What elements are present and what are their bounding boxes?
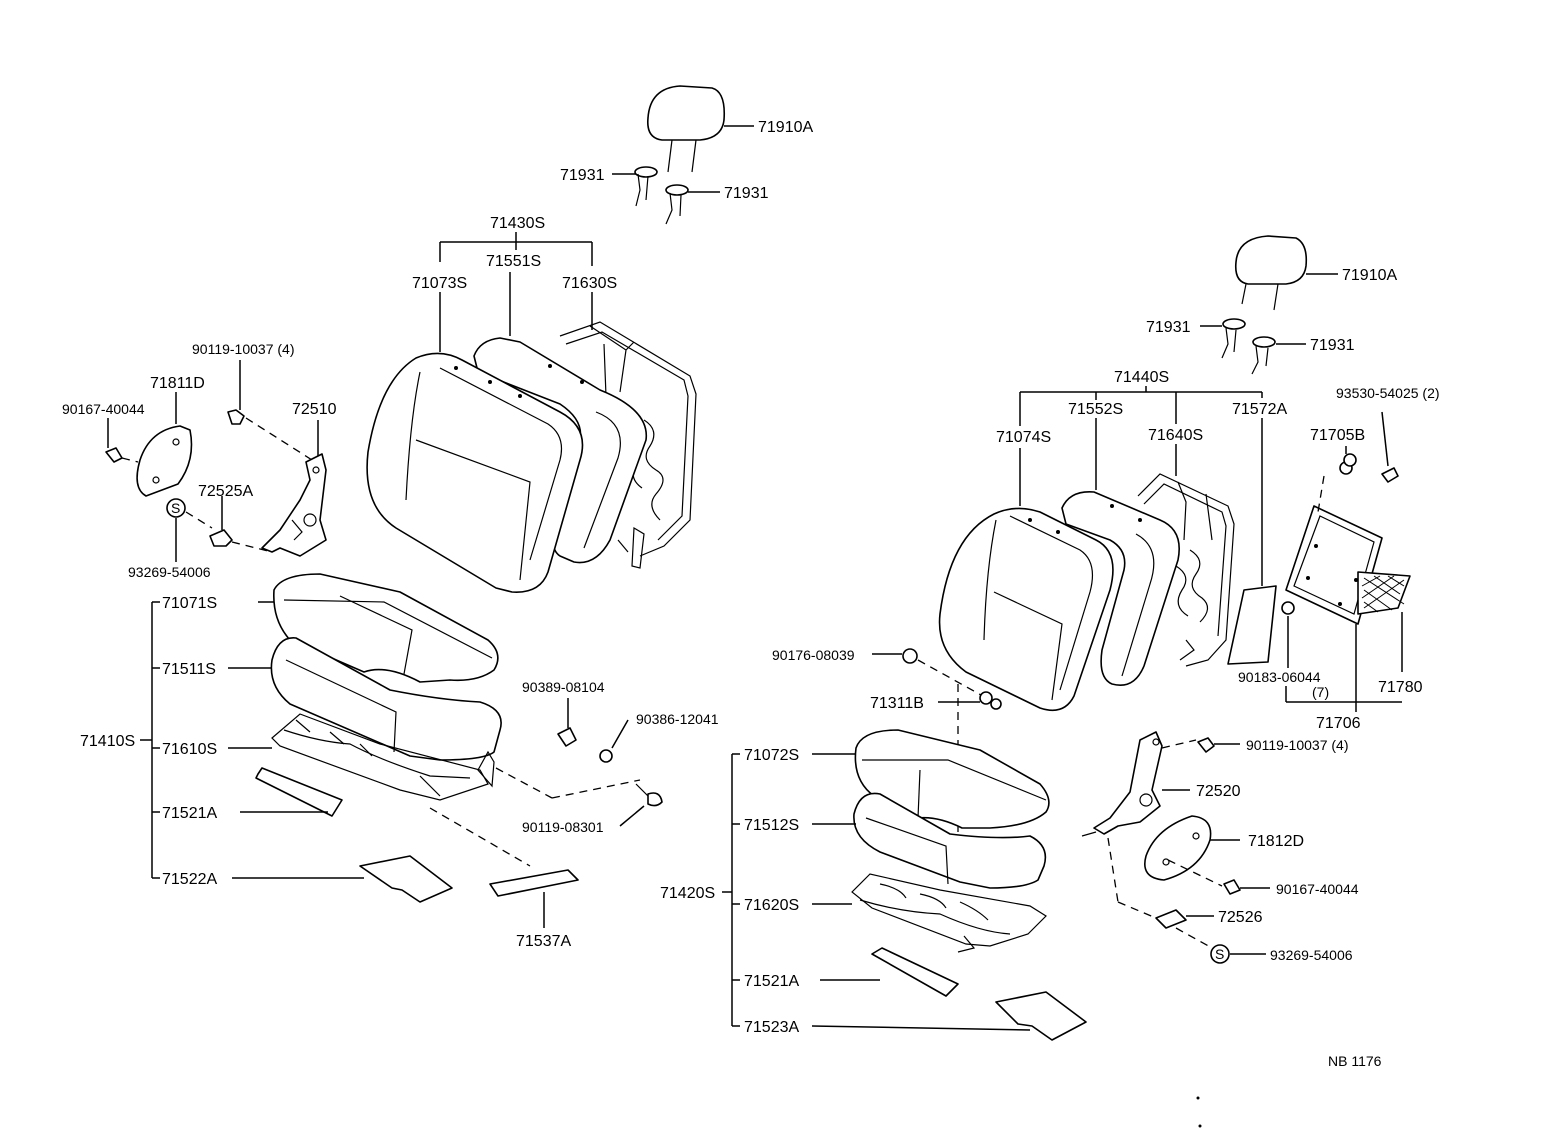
seatback-cover-left <box>366 352 584 593</box>
label-71706: 71706 <box>1316 715 1361 732</box>
label-72510: 72510 <box>292 401 337 418</box>
label-71572a: 71572A <box>1232 401 1287 418</box>
label-90389-08104: 90389-08104 <box>522 679 605 695</box>
label-71552s: 71552S <box>1068 401 1123 418</box>
label-90386-12041: 90386-12041 <box>636 711 719 727</box>
panel-71521a-left <box>255 767 343 817</box>
label-72525a: 72525A <box>198 483 253 500</box>
label-72526: 72526 <box>1218 909 1263 926</box>
seatback-cover-right <box>938 504 1142 712</box>
label-71705b: 71705B <box>1310 427 1365 444</box>
label-s-right: S <box>1215 946 1224 962</box>
label-71521a-right: 71521A <box>744 973 799 990</box>
label-s-left: S <box>171 500 180 516</box>
label-90176-08039: 90176-08039 <box>772 647 855 663</box>
panel-71572a <box>1227 585 1277 665</box>
label-71931-c: 71931 <box>1146 319 1191 336</box>
panel-71522a <box>359 855 453 903</box>
label-90183-qty: (7) <box>1312 684 1329 700</box>
bracket-71410s <box>140 601 545 928</box>
fasteners-center <box>872 648 1002 858</box>
cushion-pad-left <box>270 637 502 761</box>
label-71551s: 71551S <box>486 253 541 270</box>
label-90119-08301: 90119-08301 <box>522 819 604 835</box>
label-90167-40044-right: 90167-40044 <box>1276 881 1359 897</box>
cushion-frame-right <box>851 873 1047 953</box>
label-71811d: 71811D <box>150 375 205 392</box>
label-71311b: 71311B <box>870 695 924 712</box>
label-71640s: 71640S <box>1148 427 1203 444</box>
label-71071s: 71071S <box>162 595 217 612</box>
label-71440s: 71440S <box>1114 369 1169 386</box>
label-71931-b: 71931 <box>724 185 769 202</box>
label-71630s: 71630S <box>562 275 617 292</box>
label-93530-54025: 93530-54025 (2) <box>1336 385 1440 401</box>
label-93269-54006-left: 93269-54006 <box>128 564 211 580</box>
panel-71537a <box>489 869 579 897</box>
label-71521a-left: 71521A <box>162 805 217 822</box>
bracket-71440s <box>1019 386 1263 586</box>
reference-code: NB 1176 <box>1328 1053 1382 1069</box>
recliner-left <box>105 360 327 562</box>
label-71610s: 71610S <box>162 741 217 758</box>
label-72520: 72520 <box>1196 783 1241 800</box>
headrest-right <box>1234 235 1338 311</box>
label-71523a: 71523A <box>744 1019 799 1036</box>
label-90167-40044-left: 90167-40044 <box>62 401 145 417</box>
label-71537a: 71537A <box>516 933 571 950</box>
label-71072s: 71072S <box>744 747 799 764</box>
part-labels: 71910A 71931 71931 71430S 71551S 71073S … <box>62 119 1440 1069</box>
label-71931-a: 71931 <box>560 167 605 184</box>
panel-71521a-right <box>871 947 959 997</box>
label-90183-06044: 90183-06044 <box>1238 669 1321 685</box>
label-71522a: 71522A <box>162 871 217 888</box>
label-71910a-right: 71910A <box>1342 267 1397 284</box>
label-71780: 71780 <box>1378 679 1423 696</box>
label-71430s: 71430S <box>490 215 545 232</box>
headrest-guide-right <box>1200 318 1306 375</box>
fasteners-pocket <box>1281 411 1402 712</box>
cushion-frame-left <box>271 713 495 801</box>
label-71420s: 71420S <box>660 885 715 902</box>
label-90119-10037-right: 90119-10037 (4) <box>1246 737 1348 753</box>
label-71910a-left: 71910A <box>758 119 813 136</box>
cushion-pad-right <box>853 792 1047 889</box>
label-71410s: 71410S <box>80 733 135 750</box>
label-71073s: 71073S <box>412 275 467 292</box>
headrest-guide-left <box>612 166 720 225</box>
label-71620s: 71620S <box>744 897 799 914</box>
label-90119-10037-left: 90119-10037 (4) <box>192 341 294 357</box>
pocket-net-71780 <box>1357 571 1411 672</box>
label-71512s: 71512S <box>744 817 799 834</box>
recliner-right <box>1081 731 1270 964</box>
bracket-71430s <box>439 232 593 352</box>
label-71812d: 71812D <box>1248 833 1304 850</box>
panel-71523a <box>995 991 1087 1041</box>
label-93269-54006-right: 93269-54006 <box>1270 947 1353 963</box>
fasteners-left <box>429 698 663 867</box>
label-71931-d: 71931 <box>1310 337 1355 354</box>
label-71511s: 71511S <box>162 661 216 678</box>
seatback-pad-right <box>1061 491 1180 686</box>
label-71074s: 71074S <box>996 429 1051 446</box>
headrest-left <box>646 85 754 173</box>
seatback-frame-right <box>1137 473 1235 667</box>
bracket-71420s <box>722 753 1031 1031</box>
